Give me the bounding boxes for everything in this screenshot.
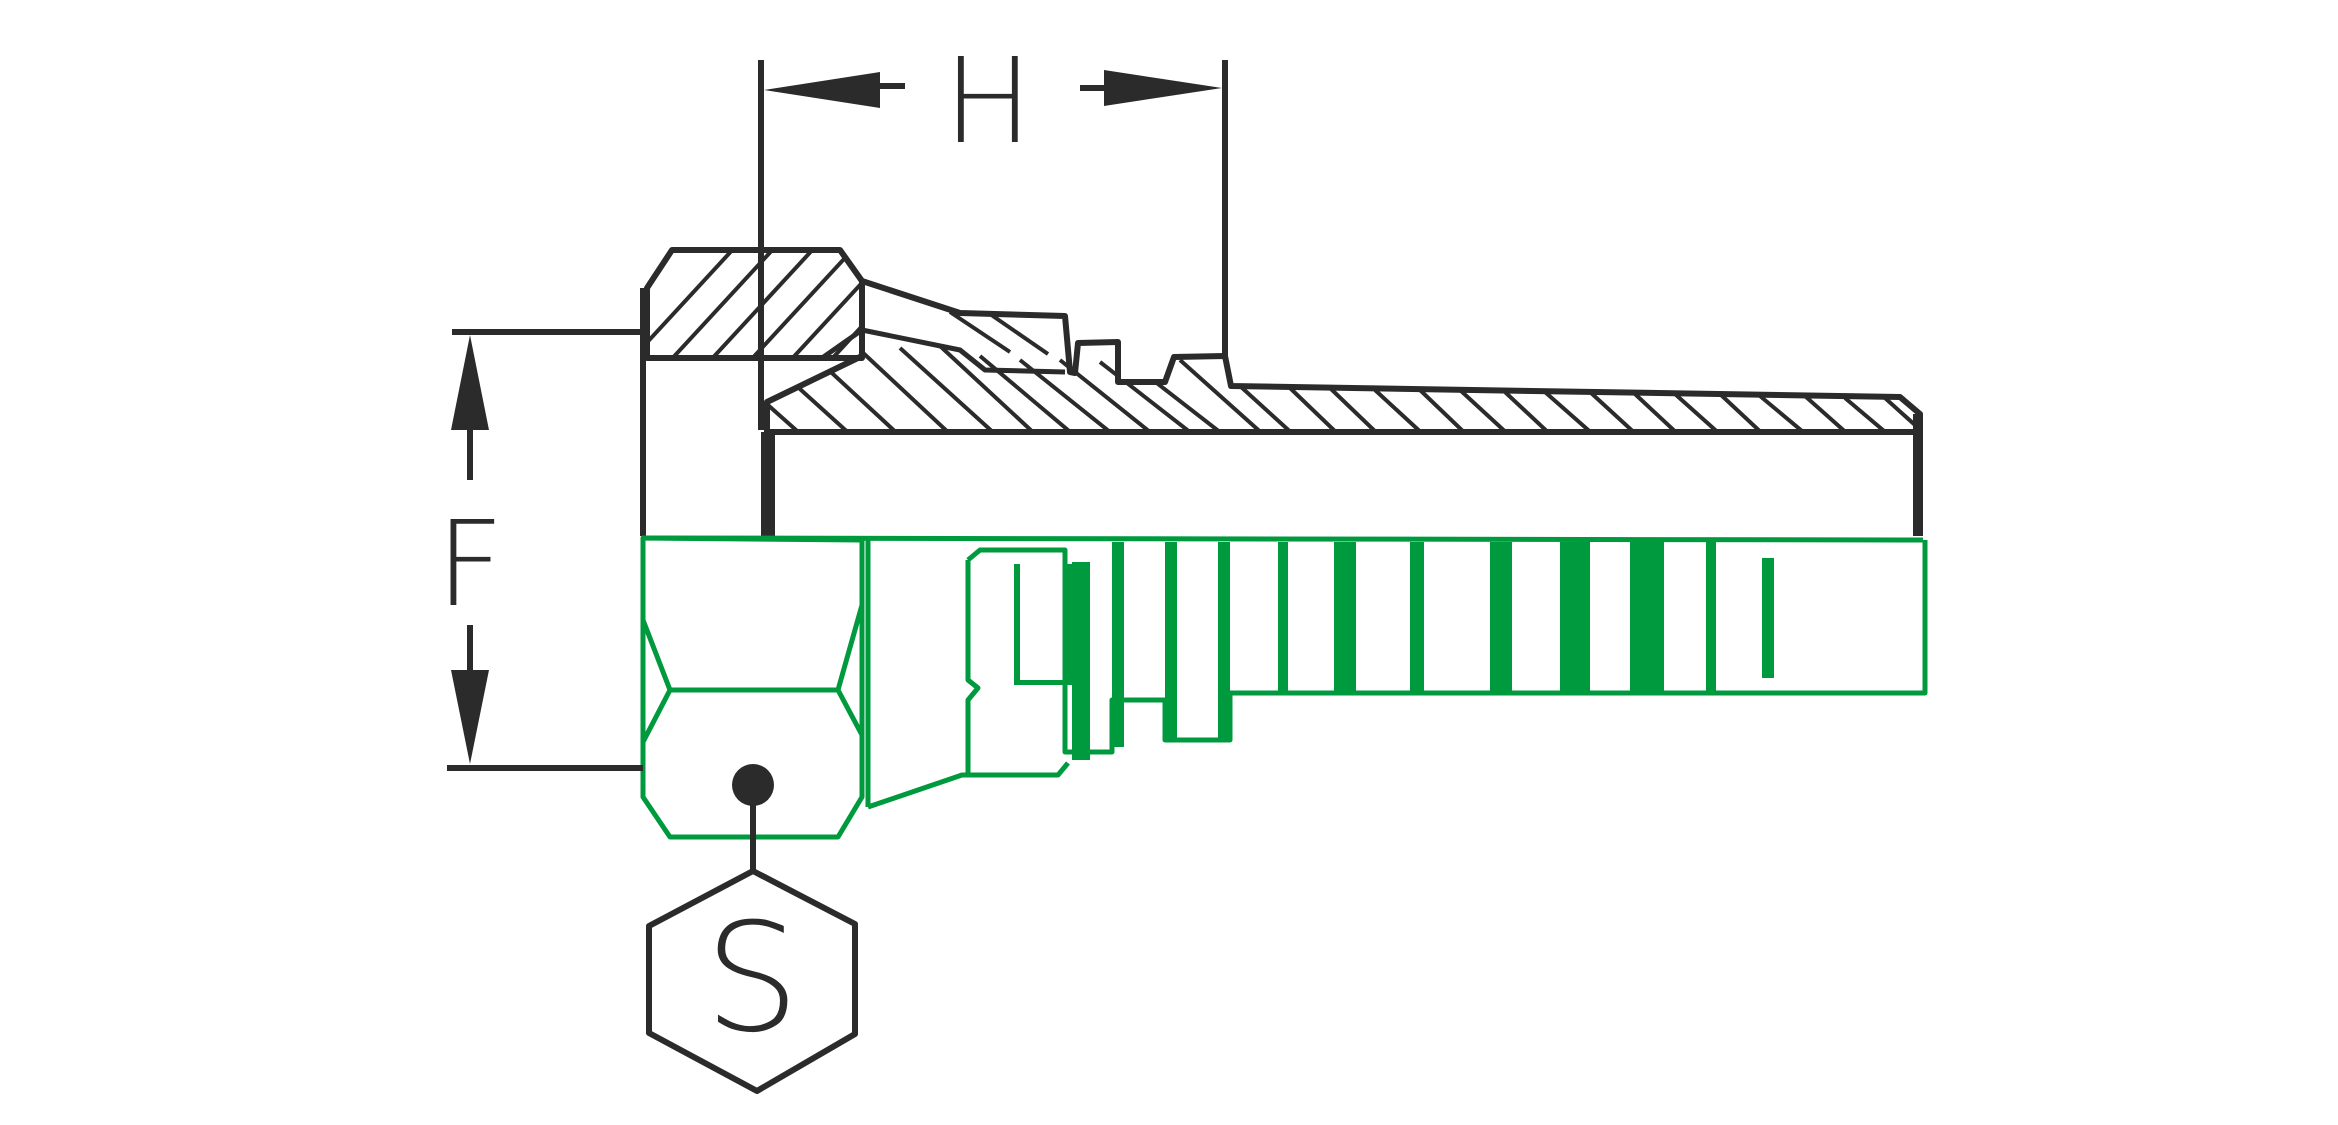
hex-wrench-symbol: S (646, 868, 858, 1094)
dimension-lines (447, 60, 1228, 870)
bore-wall-left (761, 432, 775, 536)
exterior-lower-half (640, 535, 1928, 840)
hex-nut-flat-right (835, 604, 865, 737)
hex-nut-flat-left (640, 619, 673, 744)
reference-dot (732, 764, 774, 806)
shank-lower-edge (1230, 540, 1928, 696)
shank-ribs (1014, 542, 1774, 760)
nipple-inner-line (820, 327, 1066, 375)
hex-s-label: S (704, 892, 799, 1066)
hex-nut-outline (640, 535, 865, 840)
nut-section-outline (644, 247, 865, 361)
dim-f-arrow-bottom (451, 670, 489, 764)
shank-steps (966, 547, 1233, 755)
hex-symbol-outline (646, 868, 858, 1094)
nipple-hatch (767, 310, 1920, 432)
dim-f-label: F (436, 495, 504, 633)
dim-h-arrow-right (1104, 70, 1222, 106)
collar-taper (867, 761, 1070, 810)
dim-h-arrow-left (764, 72, 880, 108)
nipple-section-outline (764, 278, 1923, 435)
dim-f-arrow-top (451, 335, 489, 430)
bore-wall-right (1913, 414, 1923, 536)
dimension-arrowheads (451, 70, 1222, 806)
shank-left-outline (965, 560, 981, 775)
dim-h-label: H (944, 32, 1033, 170)
section-upper-half (640, 247, 1923, 536)
